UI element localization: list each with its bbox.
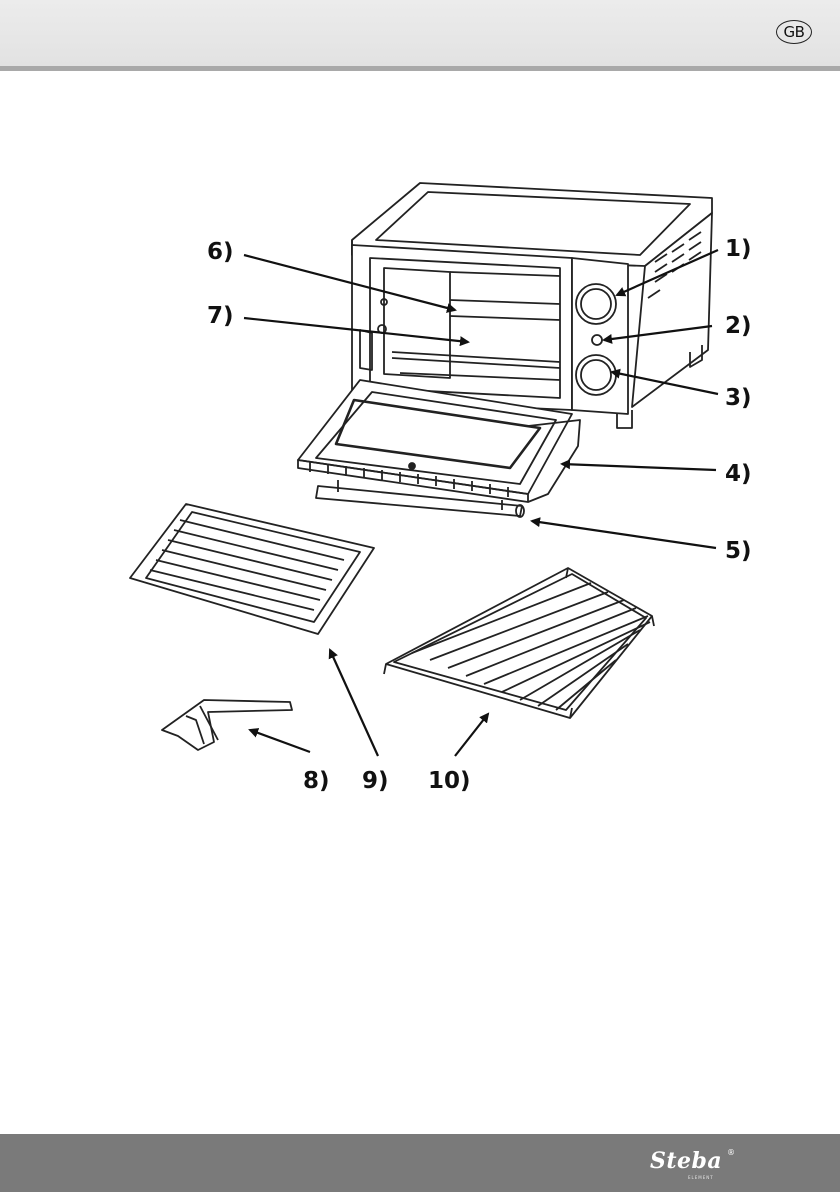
control-panel — [572, 258, 628, 414]
callout-4: 4) — [725, 461, 752, 487]
brand-subtitle: ELEMENT — [688, 1175, 714, 1180]
registered-mark: ® — [727, 1148, 735, 1157]
tray-lifter — [162, 700, 292, 750]
baking-tray — [130, 504, 374, 634]
callout-10: 10) — [428, 768, 471, 794]
callout-5: 5) — [725, 538, 752, 564]
brand-logo: Steba — [650, 1148, 722, 1174]
callout-2: 2) — [725, 313, 752, 339]
callout-9: 9) — [362, 768, 389, 794]
oven-parts-illustration — [0, 0, 840, 840]
callout-6: 6) — [207, 239, 234, 265]
callout-8: 8) — [303, 768, 330, 794]
wire-rack — [384, 568, 654, 718]
callout-3: 3) — [725, 385, 752, 411]
callout-7: 7) — [207, 303, 234, 329]
callout-1: 1) — [725, 236, 752, 262]
page-footer: Steba ® ELEMENT — [0, 1134, 840, 1192]
